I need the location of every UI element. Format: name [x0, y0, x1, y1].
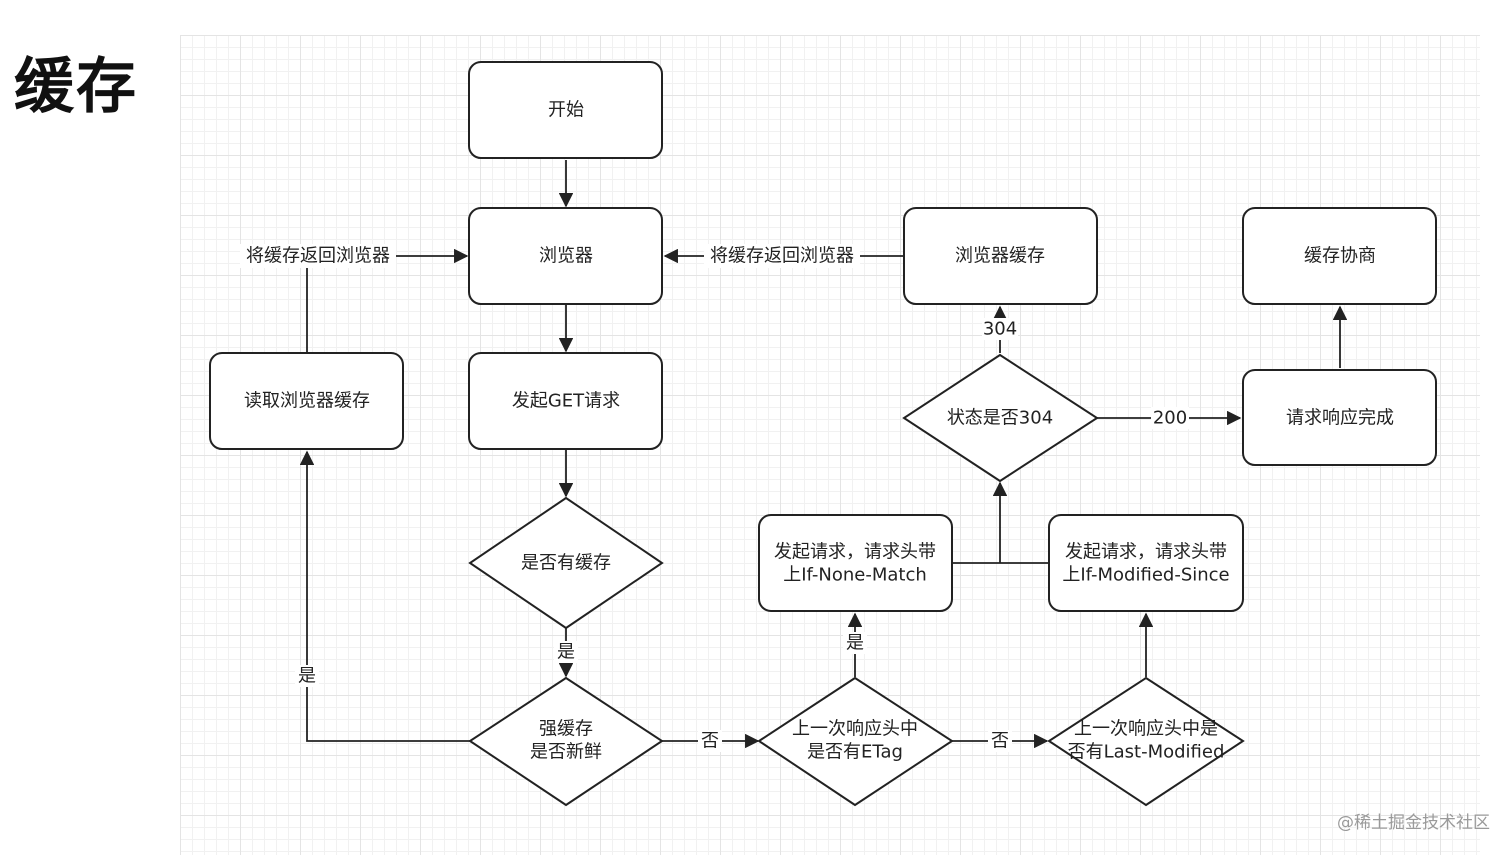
label-yes-etag: 是 [843, 632, 867, 654]
node-has-etag-line1: 上一次响应头中 [792, 719, 918, 740]
watermark: @稀土掘金技术社区 [1337, 813, 1490, 833]
node-has-etag-line2: 是否有ETag [807, 742, 903, 763]
node-send-get-label: 发起GET请求 [512, 391, 620, 412]
node-browser: 浏览器 [468, 207, 663, 305]
node-req-if-modified-since-line2: 上If-Modified-Since [1062, 565, 1229, 586]
label-yes-has-cache-text: 是 [557, 642, 575, 663]
label-200-text: 200 [1153, 408, 1187, 429]
node-browser-label: 浏览器 [539, 246, 593, 267]
label-no-etag: 否 [988, 730, 1012, 752]
node-has-last-modified-line1: 上一次响应头中是 [1074, 719, 1218, 740]
node-negotiate-cache: 缓存协商 [1242, 207, 1437, 305]
label-304-text: 304 [983, 319, 1017, 340]
node-has-etag: 上一次响应头中 是否有ETag [757, 676, 954, 807]
node-read-cache-label: 读取浏览器缓存 [244, 391, 370, 412]
node-start-label: 开始 [548, 100, 584, 121]
node-req-if-none-match-line1: 发起请求，请求头带 [774, 542, 936, 563]
node-req-if-none-match: 发起请求，请求头带 上If-None-Match [758, 514, 953, 612]
label-yes-etag-text: 是 [846, 633, 864, 654]
node-response-done-label: 请求响应完成 [1286, 408, 1394, 429]
node-read-cache: 读取浏览器缓存 [209, 352, 404, 450]
label-yes-fresh: 是 [295, 665, 319, 687]
edge-strong-to-read-cache [299, 450, 470, 742]
node-has-cache-label: 是否有缓存 [521, 553, 611, 574]
node-has-last-modified: 上一次响应头中是 否有Last-Modified [1047, 676, 1245, 807]
node-has-last-modified-line2: 否有Last-Modified [1068, 742, 1225, 763]
node-negotiate-cache-label: 缓存协商 [1304, 246, 1376, 267]
node-strong-cache-fresh: 强缓存 是否新鲜 [468, 676, 664, 807]
node-strong-cache-fresh-line2: 是否新鲜 [530, 742, 602, 763]
node-browser-cache-label: 浏览器缓存 [955, 246, 1045, 267]
slide-title: 缓存 [14, 52, 138, 122]
node-strong-cache-fresh-line1: 强缓存 [539, 719, 593, 740]
label-yes-fresh-text: 是 [298, 666, 316, 687]
node-status-304-label: 状态是否304 [947, 408, 1053, 429]
node-response-done: 请求响应完成 [1242, 369, 1437, 466]
edge-read-cache-to-browser [306, 248, 469, 352]
label-return-left: 将缓存返回浏览器 [240, 244, 396, 268]
label-return-left-text: 将缓存返回浏览器 [246, 246, 390, 267]
node-req-if-modified-since: 发起请求，请求头带 上If-Modified-Since [1048, 514, 1244, 612]
node-req-if-none-match-line2: 上If-None-Match [783, 565, 927, 586]
node-send-get: 发起GET请求 [468, 352, 663, 450]
label-no-etag-text: 否 [991, 731, 1009, 752]
label-return-right-text: 将缓存返回浏览器 [710, 246, 854, 267]
label-return-right: 将缓存返回浏览器 [704, 244, 860, 268]
label-no-fresh-text: 否 [701, 731, 719, 752]
label-yes-has-cache: 是 [554, 641, 578, 663]
node-req-if-modified-since-line1: 发起请求，请求头带 [1065, 542, 1227, 563]
node-start: 开始 [468, 61, 663, 159]
label-no-fresh: 否 [698, 730, 722, 752]
label-200: 200 [1151, 407, 1189, 429]
node-browser-cache: 浏览器缓存 [903, 207, 1098, 305]
node-status-304: 状态是否304 [902, 353, 1099, 483]
label-304: 304 [982, 318, 1018, 340]
node-has-cache: 是否有缓存 [468, 496, 664, 630]
